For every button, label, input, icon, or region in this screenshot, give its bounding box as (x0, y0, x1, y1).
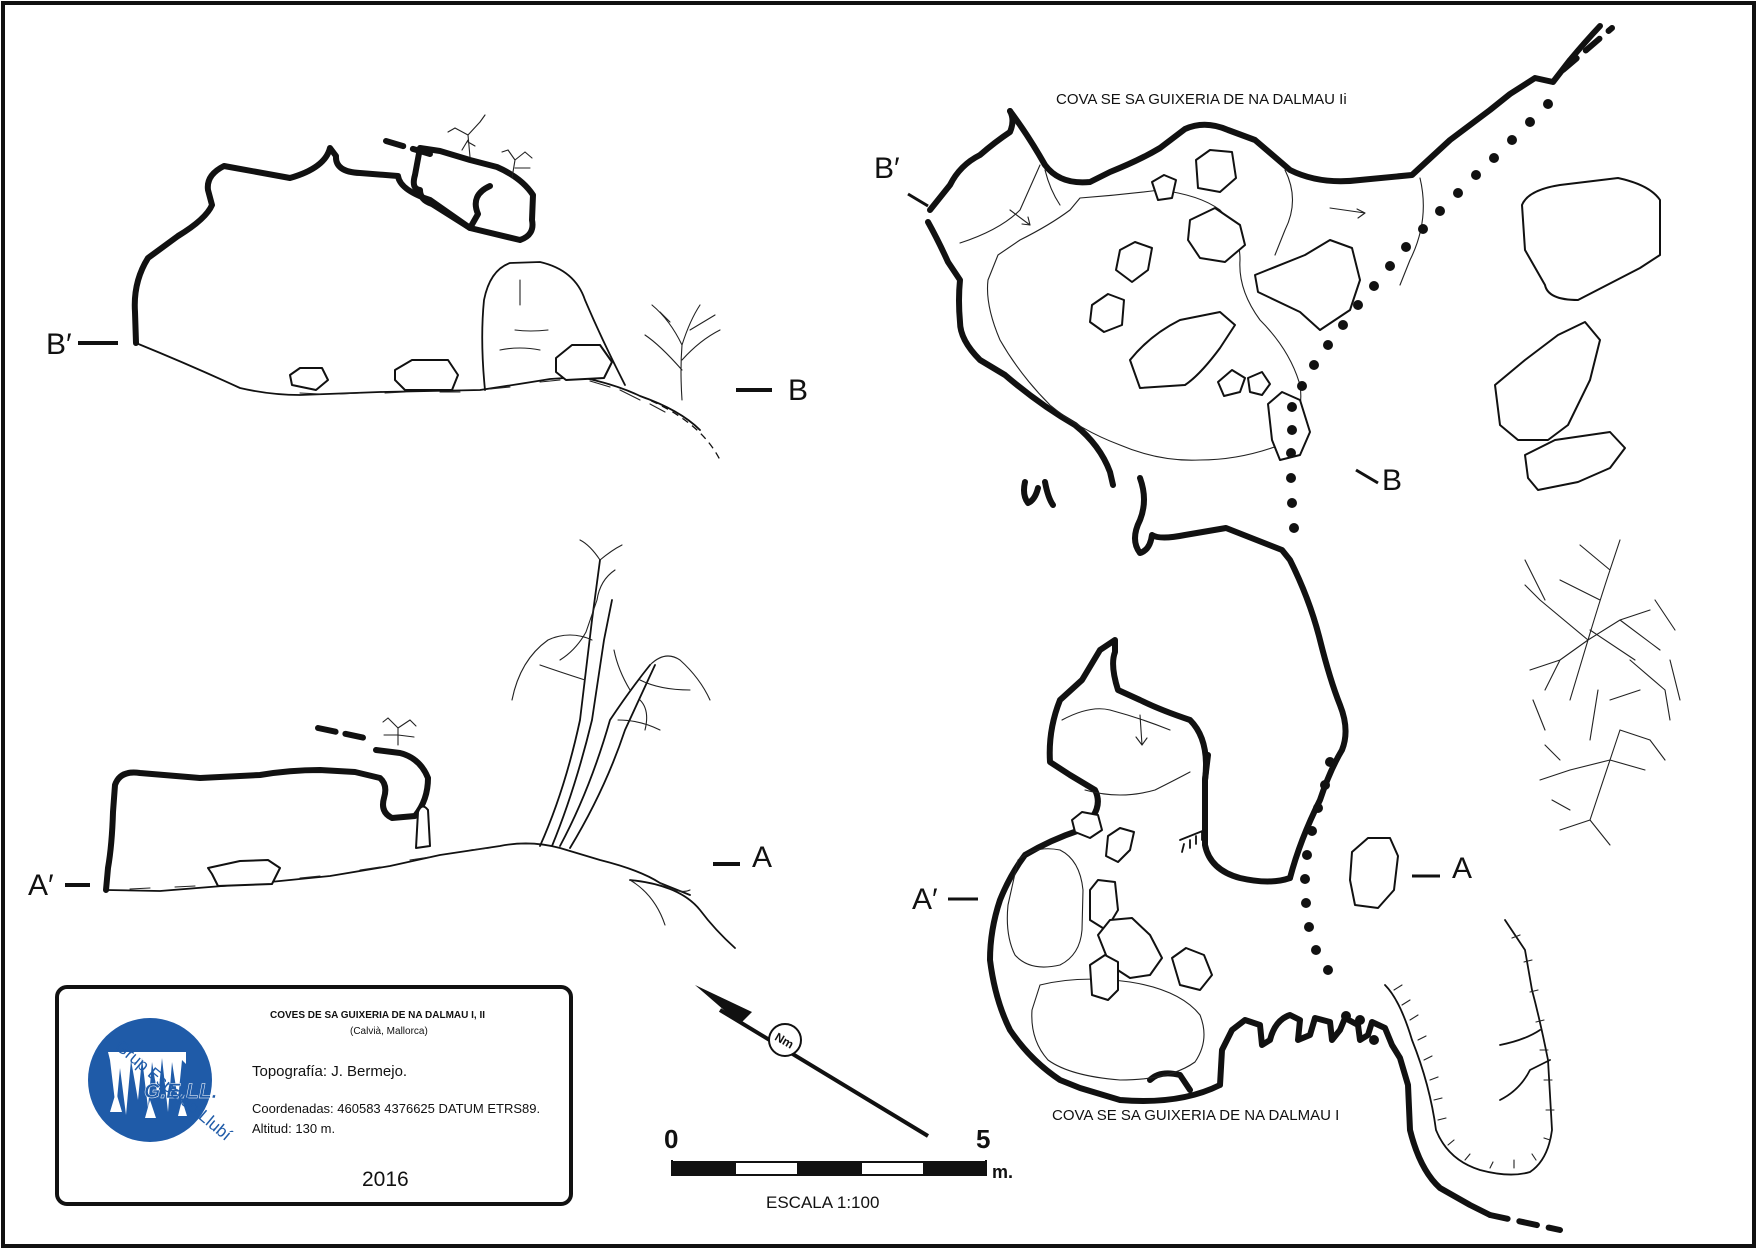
plan-rock-11 (1521, 177, 1661, 301)
plan-rock-16 (1105, 827, 1135, 863)
scale-seg-1 (671, 1161, 736, 1176)
north-arrow-circle (768, 1023, 802, 1057)
plan-rock-8 (1217, 369, 1246, 397)
scale-label-unit: m. (992, 1162, 1013, 1182)
scale-seg-5 (923, 1161, 987, 1176)
plan-rock-13 (1524, 431, 1626, 491)
scale-seg-2 (734, 1161, 799, 1176)
section-a-floor-hatch (129, 843, 541, 890)
section-b-ceiling-right (410, 145, 536, 243)
plan-rock-15 (1071, 811, 1103, 839)
plan-rock-9 (1247, 371, 1271, 396)
scale-seg-3 (797, 1161, 862, 1176)
title-block-year: 2016 (362, 1168, 409, 1191)
plan-dotted-line-south (1300, 757, 1379, 1045)
plan-cave-i-floor-contour-2 (1031, 978, 1205, 1081)
plan-view: COVA SE SA GUIXERIA DE NA DALMAU Ii COVA… (874, 23, 1681, 1233)
section-b-shrub-1 (447, 114, 486, 158)
plan-cave-ii-label: COVA SE SA GUIXERIA DE NA DALMAU Ii (1056, 91, 1347, 108)
section-a-tree-branches (511, 539, 711, 731)
section-b-rock-2 (394, 359, 459, 391)
section-a-shrub (382, 717, 417, 746)
section-b-block (481, 261, 626, 391)
plan-cave-i-hatches (1393, 934, 1555, 1169)
section-b-rock-3 (555, 344, 613, 381)
plan-cave-i-ledge-2 (1179, 829, 1206, 853)
title-block: G.E.LL. Grup Espeleo Llubí COVES DE SA G… (55, 985, 573, 1206)
title-block-coordinates: Coordenadas: 460583 4376625 DATUM ETRS89… (252, 1101, 540, 1116)
plan-rock-1 (1195, 149, 1237, 193)
scale-bar: 0 5 m. ESCALA 1:100 (664, 1124, 1013, 1212)
plan-cave-i-label: COVA SE SA GUIXERIA DE NA DALMAU I (1052, 1107, 1339, 1124)
section-b-ceiling-dash (383, 138, 433, 157)
logo-text: G.E.LL. (144, 1080, 218, 1103)
section-b-rock-1 (289, 367, 329, 391)
plan-rock-12 (1494, 321, 1601, 441)
section-a-label-left: A′ (28, 869, 54, 902)
scale-label-start: 0 (664, 1124, 678, 1154)
plan-marker-b (1355, 468, 1379, 485)
plan-cave-ii-top-dash (1560, 25, 1615, 73)
scale-label-end: 5 (976, 1124, 990, 1154)
plan-cave-i-ledge (1499, 1029, 1551, 1101)
plan-cave-i-dropline (1061, 708, 1191, 796)
plan-rock-14 (1349, 837, 1399, 909)
section-b-floor-hatch (299, 379, 666, 413)
plan-cave-ii-floor-contour (986, 189, 1302, 461)
section-a-label-right: A (752, 841, 772, 874)
title-block-location: (Calvià, Mallorca) (350, 1026, 428, 1037)
plan-rock-3 (1187, 207, 1246, 263)
plan-label-b: B (1382, 464, 1402, 497)
plan-cave-i-right-edge (1384, 919, 1553, 1176)
section-b-label-right: B (788, 374, 808, 407)
section-b-ceiling (131, 145, 493, 346)
section-a-slope (629, 879, 736, 949)
plan-label-b-prime: B′ (874, 152, 900, 185)
logo-stalactites (108, 1052, 186, 1115)
title-block-altitude: Altitud: 130 m. (252, 1121, 335, 1136)
section-a-ceiling-dash (315, 725, 368, 741)
section-a-rock-1 (207, 859, 281, 887)
plan-cave-i-wall (987, 637, 1493, 1218)
section-a-rock-2 (415, 805, 431, 849)
plan-cave-ii-top-wall (1007, 23, 1603, 186)
plan-rock-2 (1151, 174, 1177, 201)
title-block-title: COVES DE SA GUIXERIA DE NA DALMAU I, II (270, 1010, 485, 1021)
plan-cave-i-dash (1487, 1212, 1563, 1233)
plan-rock-17 (1089, 879, 1119, 931)
title-block-topography: Topografía: J. Bermejo. (252, 1063, 407, 1080)
north-arrow-head (695, 985, 752, 1024)
scale-seg-4 (860, 1161, 925, 1176)
section-b-bush (644, 304, 721, 401)
plan-cave-ii-dropline (959, 164, 1424, 286)
plan-label-a: A (1452, 852, 1472, 885)
plan-rock-5 (1089, 293, 1125, 333)
section-b-shrub-2 (501, 149, 533, 179)
plan-marker-b-prime (907, 192, 929, 208)
section-a-ceiling (103, 747, 431, 893)
section-b-slope (639, 395, 721, 461)
plan-cave-i-notch (1147, 752, 1211, 1093)
plan-cave-ii-wall (925, 108, 1349, 881)
plan-rock-19 (1171, 947, 1213, 991)
section-a-floor (105, 842, 691, 896)
plan-rock-6 (1129, 311, 1236, 389)
plan-cave-i-floor-contour-1 (1006, 848, 1084, 968)
north-arrow: Nm (695, 985, 930, 1138)
section-b-label-left: B′ (46, 328, 72, 361)
plan-dotted-line-north (1286, 99, 1553, 533)
section-a: A′ A (28, 539, 772, 949)
plan-rock-7 (1254, 239, 1361, 331)
plan-vegetation (1524, 539, 1671, 846)
scale-caption: ESCALA 1:100 (766, 1193, 879, 1212)
plan-label-a-prime: A′ (912, 883, 938, 916)
section-b: B′ B (46, 114, 808, 461)
section-a-tree-trunk (539, 559, 656, 849)
plan-rock-4 (1115, 241, 1153, 283)
plan-rock-20 (1089, 954, 1119, 1001)
